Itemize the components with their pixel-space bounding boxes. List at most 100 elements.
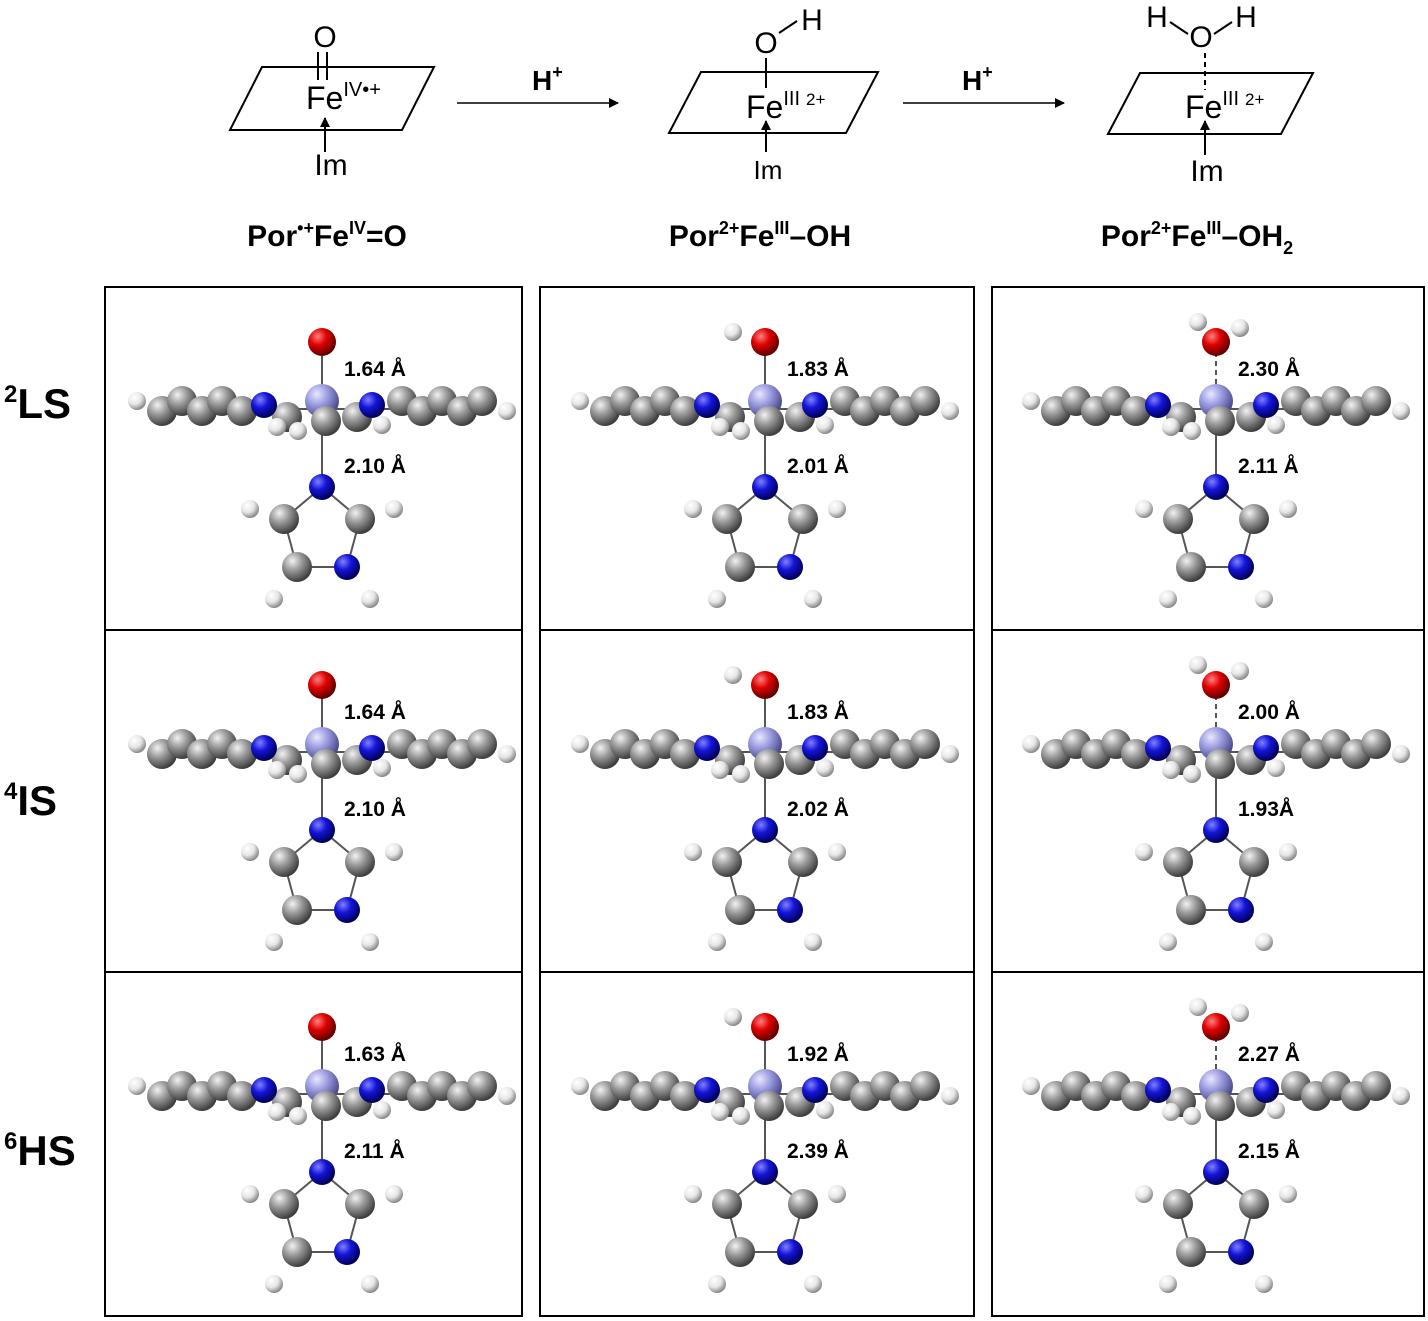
upper-bond-length-label: 2.27 Å	[1238, 1042, 1300, 1066]
hydrogen-atom	[684, 843, 702, 861]
hydrogen-atom	[732, 1107, 750, 1125]
hydrogen-atom	[724, 1008, 742, 1026]
upper-bond-length-label: 1.64 Å	[344, 700, 406, 724]
hydrogen-atom	[1189, 313, 1207, 331]
carbon-atom	[1121, 1081, 1151, 1111]
carbon-atom	[269, 847, 299, 877]
hydrogen-atom-label: H	[1235, 1, 1257, 34]
oxygen-atom-label: O	[754, 27, 777, 60]
carbon-atom	[1361, 386, 1391, 416]
hydrogen-atom	[1159, 590, 1177, 608]
hydrogen-atom	[1279, 843, 1297, 861]
lower-bond-length-label: 2.01 Å	[787, 454, 849, 478]
hydrogen-atom	[1255, 590, 1273, 608]
nitrogen-atom	[1203, 474, 1229, 500]
hydrogen-atom	[1135, 843, 1153, 861]
column-header-hydroxo: Por2+FeIII–OH	[669, 218, 851, 253]
hydrogen-atom-label: H	[1146, 1, 1168, 34]
porphyrin-plane	[1106, 72, 1315, 135]
carbon-atom	[1361, 729, 1391, 759]
hydrogen-atom	[1267, 759, 1285, 777]
hydrogen-atom	[1392, 745, 1410, 763]
hydrogen-atom	[1267, 416, 1285, 434]
carbon-atom	[910, 1071, 940, 1101]
hydrogen-atom	[268, 1103, 286, 1121]
carbon-atom	[1176, 552, 1206, 582]
carbon-atom	[282, 1237, 312, 1267]
reaction-arrow-1: H+	[457, 62, 619, 108]
hydrogen-atom	[373, 759, 391, 777]
hydrogen-atom	[128, 392, 146, 410]
hydrogen-atom	[816, 416, 834, 434]
nitrogen-atom	[359, 392, 385, 418]
carbon-atom	[467, 1071, 497, 1101]
carbon-atom	[1121, 396, 1151, 426]
nitrogen-atom	[309, 474, 335, 500]
structure-panel: 2.00 Å1.93Å	[991, 629, 1425, 973]
carbon-atom	[269, 504, 299, 534]
nitrogen-atom	[309, 1159, 335, 1185]
nitrogen-atom	[777, 554, 803, 580]
carbon-atom	[1205, 1091, 1235, 1121]
hydrogen-atom	[128, 1077, 146, 1095]
nitrogen-atom	[694, 735, 720, 761]
hydrogen-atom	[1022, 735, 1040, 753]
carbon-atom	[311, 1091, 341, 1121]
carbon-atom	[754, 406, 784, 436]
upper-bond-length-label: 1.83 Å	[787, 357, 849, 381]
carbon-atom	[1239, 1189, 1269, 1219]
carbon-atom	[1163, 504, 1193, 534]
carbon-atom	[345, 504, 375, 534]
lower-bond-length-label: 2.15 Å	[1238, 1139, 1300, 1163]
structure-panel: 1.64 Å2.10 Å	[104, 629, 523, 973]
row-label-low-spin: 2LS	[4, 380, 71, 427]
oxygen-atom	[1202, 1013, 1230, 1041]
oxygen-atom	[308, 328, 336, 356]
hydrogen-atom	[1022, 392, 1040, 410]
carbon-atom	[725, 552, 755, 582]
carbon-atom	[725, 895, 755, 925]
carbon-atom	[1121, 739, 1151, 769]
nitrogen-atom	[334, 554, 360, 580]
hydrogen-atom	[498, 745, 516, 763]
oxygen-atom	[1202, 328, 1230, 356]
hydrogen-atom	[816, 759, 834, 777]
structure-panel: 1.92 Å2.39 Å	[539, 971, 975, 1317]
hydrogen-atom	[268, 761, 286, 779]
hydrogen-atom	[1392, 402, 1410, 420]
proton-label: H+	[962, 62, 993, 96]
hydrogen-atom	[498, 1087, 516, 1105]
hydrogen-atom	[711, 418, 729, 436]
nitrogen-atom	[309, 817, 335, 843]
hydrogen-atom	[711, 761, 729, 779]
proton-label: H+	[532, 62, 563, 96]
hydrogen-atom	[1135, 500, 1153, 518]
structure-panel: 1.83 Å2.02 Å	[539, 629, 975, 973]
carbon-atom	[345, 1189, 375, 1219]
structure-panel: 2.30 Å2.11 Å	[991, 286, 1425, 631]
row-label-high-spin: 6HS	[4, 1127, 76, 1174]
imidazole-label: Im	[1190, 155, 1223, 188]
hydrogen-atom	[724, 666, 742, 684]
hydrogen-atom	[373, 416, 391, 434]
upper-bond-length-label: 2.30 Å	[1238, 357, 1300, 381]
hydrogen-atom	[361, 933, 379, 951]
carbon-atom	[1205, 749, 1235, 779]
porphyrin-plane	[228, 66, 436, 131]
hydrogen-atom	[128, 735, 146, 753]
hydrogen-atom	[1183, 1107, 1201, 1125]
carbon-atom	[788, 847, 818, 877]
nitrogen-atom	[1253, 735, 1279, 761]
hydrogen-atom	[684, 500, 702, 518]
lower-bond-length-label: 2.39 Å	[787, 1139, 849, 1163]
carbon-atom	[788, 504, 818, 534]
hydrogen-atom	[684, 1185, 702, 1203]
nitrogen-atom	[752, 817, 778, 843]
nitrogen-atom	[1145, 735, 1171, 761]
nitrogen-atom	[359, 735, 385, 761]
nitrogen-atom	[752, 474, 778, 500]
upper-bond-length-label: 2.00 Å	[1238, 700, 1300, 724]
carbon-atom	[1239, 847, 1269, 877]
hydrogen-atom	[1255, 933, 1273, 951]
